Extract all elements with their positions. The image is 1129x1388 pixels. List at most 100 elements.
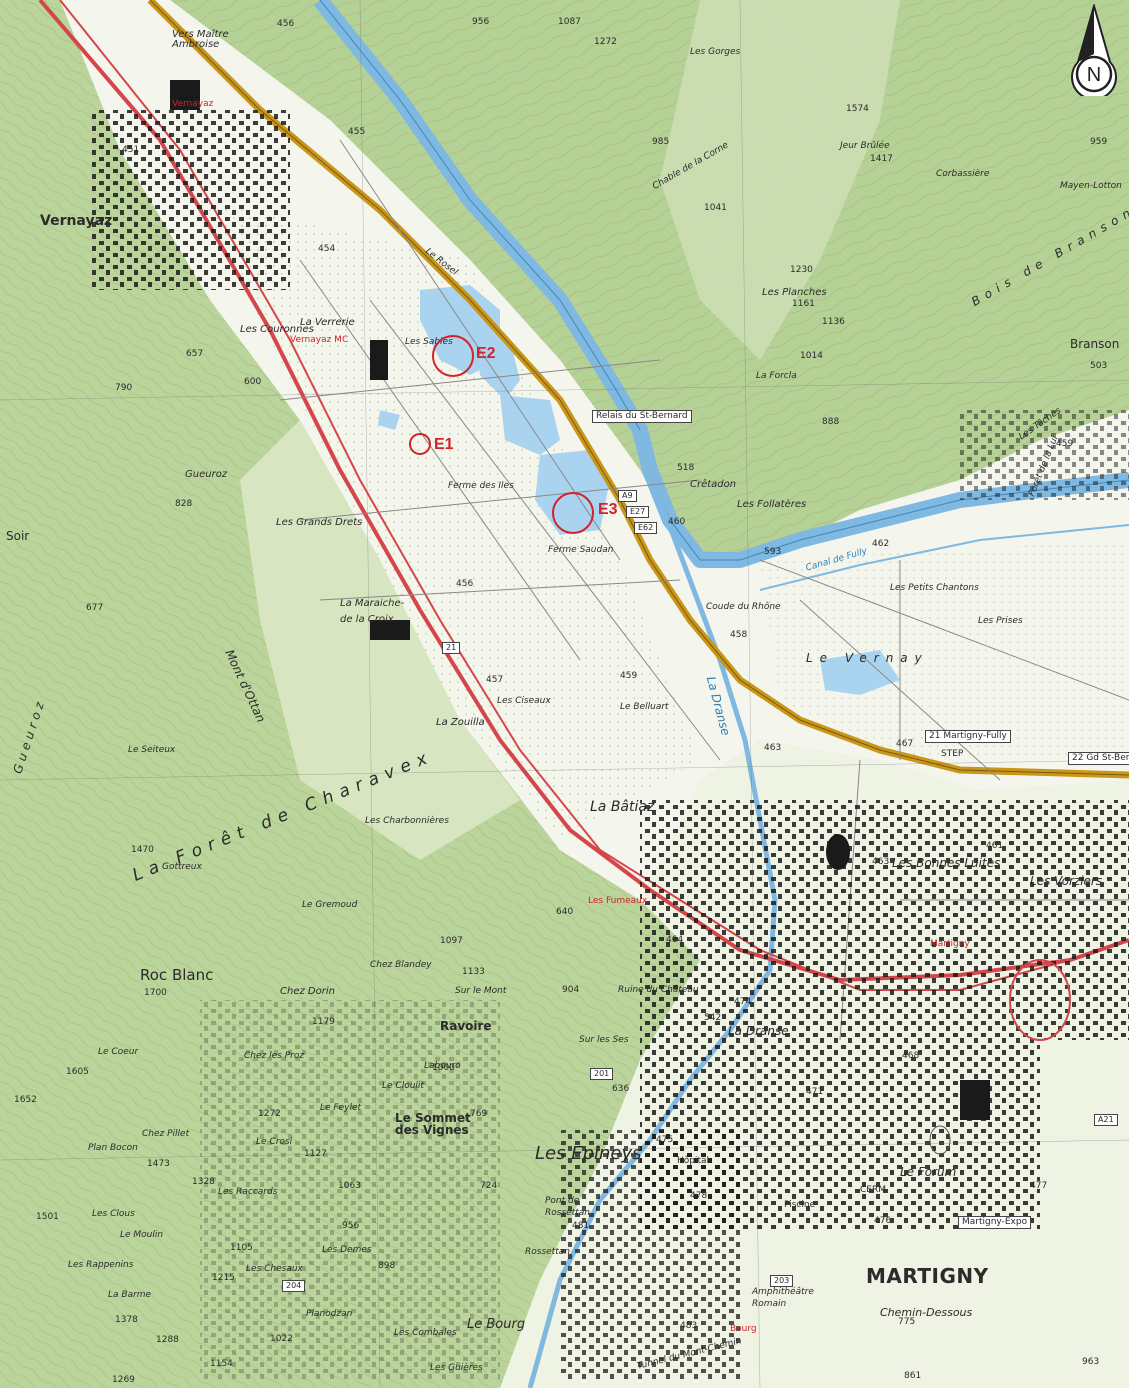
elevation-label: 463: [764, 743, 782, 753]
label-locality: Le Gremoud: [302, 900, 358, 910]
elevation-label: 1272: [594, 37, 617, 47]
elevation-label: 477: [1030, 1181, 1048, 1191]
elevation-label: 475: [656, 1135, 674, 1145]
label-locality: Gueuroz: [185, 469, 228, 480]
label-locality: Les Ciseaux: [497, 696, 551, 706]
elevation-label: 956: [472, 17, 490, 27]
site-marker-e2[interactable]: [432, 335, 474, 377]
route-number: A21: [1094, 1114, 1118, 1126]
elevation-label: 1022: [270, 1334, 293, 1344]
elevation-label: 1378: [115, 1315, 138, 1325]
elevation-label: 769: [470, 1109, 488, 1119]
elevation-label: 790: [115, 383, 133, 393]
label-locality: Plan Bocon: [88, 1143, 138, 1153]
label-martigny: MARTIGNY: [866, 1264, 989, 1288]
site-marker-e1[interactable]: [409, 433, 431, 455]
elevation-label: 1136: [822, 317, 845, 327]
label-locality: Crêtadon: [690, 479, 737, 490]
label-locality: Les Grands Drets: [276, 517, 363, 528]
label-locality: Pont de Rossettan: [545, 1196, 590, 1218]
elevation-label: 959: [1090, 137, 1108, 147]
station-vernayaz-mc: Vernayaz MC: [290, 335, 349, 345]
sign-martigny-fully: 21 Martigny-Fully: [925, 730, 1011, 743]
elevation-label: 904: [562, 985, 580, 995]
elevation-label: 1215: [212, 1273, 235, 1283]
elevation-label: 1097: [440, 936, 463, 946]
label-locality: La Maraiche-de la Croix: [340, 598, 405, 625]
elevation-label: 518: [677, 463, 695, 473]
sign-relais-st-bernard: Relais du St-Bernard: [592, 410, 692, 423]
route-number: 21: [442, 642, 461, 654]
elevation-label: 474: [734, 997, 752, 1007]
label-locality: Chemin-Dessous: [880, 1306, 973, 1319]
site-label-e3: E3: [598, 501, 618, 518]
label-roc-blanc: Roc Blanc: [140, 966, 214, 984]
label-locality: Le Coeur: [98, 1047, 139, 1057]
label-locality: Chez Pillet: [142, 1129, 190, 1139]
label-locality: Le Moulin: [120, 1230, 164, 1240]
label-locality: Les Bonnes Luites: [892, 856, 1001, 870]
label-locality: La Verrerie: [300, 317, 355, 328]
label-locality: Chez Blandey: [370, 960, 432, 970]
label-locality: Les Prises: [978, 616, 1023, 626]
label-locality: Le Cloulit: [382, 1081, 424, 1091]
label-locality: La Barme: [108, 1290, 152, 1300]
station-martigny: Martigny: [930, 939, 970, 949]
label-locality: Le Crosi: [256, 1137, 293, 1147]
elevation-label: 457: [486, 675, 504, 685]
label-locality: Les Vorziers: [1030, 874, 1103, 888]
elevation-label: 677: [86, 603, 104, 613]
elevation-label: 503: [1090, 361, 1108, 371]
vernayaz-buildings: [90, 110, 290, 290]
route-number: 201: [590, 1068, 614, 1080]
label-locality: Piscine: [784, 1200, 816, 1210]
elevation-label: 1700: [144, 988, 167, 998]
elevation-label: 1652: [14, 1095, 37, 1105]
route-number: 204: [282, 1280, 306, 1292]
lake-north: [470, 310, 520, 400]
elevation-label: 1087: [558, 17, 581, 27]
elevation-label: 456: [277, 19, 295, 29]
sign-martigny-expo: Martigny-Expo: [958, 1216, 1032, 1229]
label-locality: Labouro: [424, 1061, 461, 1071]
label-locality: Les Follatères: [737, 499, 807, 510]
elevation-label: 1288: [156, 1335, 179, 1345]
north-arrow-icon: N: [1071, 4, 1117, 96]
elevation-label: 468: [902, 1051, 920, 1061]
elevation-label: 1574: [846, 104, 869, 114]
label-locality: Planodzan: [306, 1309, 353, 1319]
route-number: E62: [634, 522, 658, 534]
label-locality: La Dranse: [728, 1024, 789, 1038]
label-sommet-des-vignes: Le Sommet des Vignes: [395, 1111, 471, 1137]
elevation-label: 461: [986, 841, 1004, 851]
label-locality: Le Forum: [900, 1165, 957, 1179]
elevation-label: 460: [668, 517, 686, 527]
elevation-label: 1179: [312, 1017, 335, 1027]
elevation-label: 451: [122, 145, 140, 155]
elevation-label: 861: [904, 1371, 922, 1381]
label-locality: Les Combales: [394, 1328, 457, 1338]
label-locality: Ferme des Iles: [448, 481, 514, 491]
label-locality: Chez Dorin: [280, 986, 335, 997]
elevation-label: 1272: [258, 1109, 281, 1119]
label-locality: Mayen-Lotton: [1060, 181, 1122, 191]
label-locality: Le Belluart: [620, 702, 669, 712]
site-marker-e3[interactable]: [552, 492, 594, 534]
elevation-label: 593: [764, 547, 782, 557]
label-les-epineys: Les Epineys: [535, 1143, 642, 1164]
label-locality: Jeur Brûlée: [840, 141, 890, 151]
label-locality: Amphithéâtre Romain: [752, 1287, 814, 1309]
elevation-label: 600: [244, 377, 262, 387]
route-number: A9: [618, 490, 637, 502]
label-locality: Les Clous: [92, 1209, 135, 1219]
elevation-label: 1473: [147, 1159, 170, 1169]
elevation-label: 1041: [704, 203, 727, 213]
label-vernayaz: Vernayaz: [40, 213, 113, 229]
elevation-label: 1230: [790, 265, 813, 275]
label-locality: Sur le Mont: [455, 986, 507, 996]
elevation-label: 459: [620, 671, 638, 681]
label-locality: CERM: [860, 1185, 886, 1195]
martigny-buildings: [640, 800, 1129, 1040]
